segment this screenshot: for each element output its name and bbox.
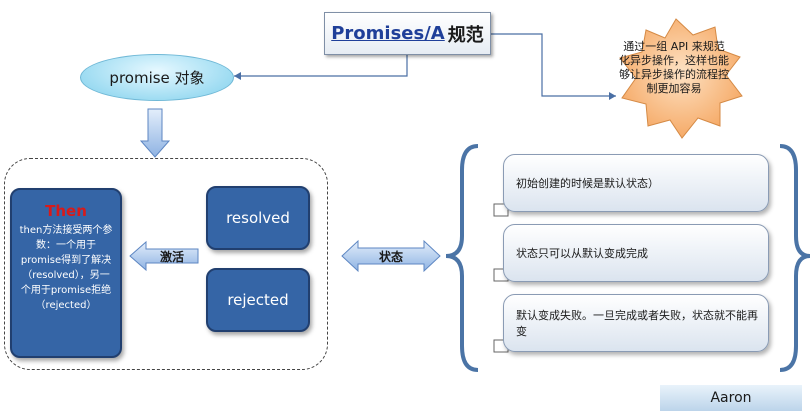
connector-title-to-note — [491, 33, 616, 97]
then-title: Then — [45, 202, 87, 220]
burst-note-text: 通过一组 API 来规范化异步操作，这样也能够让异步操作的流程控制更加容易 — [619, 40, 729, 95]
burst-callout-icon — [619, 18, 743, 139]
then-card: Then then方法接受两个参数：一个用于promise得到了解决（resol… — [10, 188, 122, 358]
author-badge: Aaron — [660, 385, 802, 411]
promise-lifecycle-frame — [4, 158, 328, 370]
title-box: Promises/A 规范 — [324, 12, 491, 55]
state-description-2: 状态只可以从默认变成完成 — [503, 224, 769, 282]
down-arrow-icon — [139, 108, 171, 158]
connector-arrowhead-right — [609, 92, 616, 100]
resolved-card: resolved — [206, 186, 310, 250]
state-description-3: 默认变成失败。一旦完成或者失败，状态就不能再变 — [503, 294, 769, 352]
connector-title-to-ellipse — [234, 55, 408, 77]
rejected-card: rejected — [206, 268, 310, 332]
double-arrow-icon — [341, 239, 441, 273]
curly-brace-icon — [445, 144, 479, 372]
curly-brace-icon — [779, 144, 811, 372]
left-arrow-icon — [129, 240, 199, 272]
promise-object-ellipse: promise 对象 — [80, 54, 234, 101]
connector-arrowhead-left — [234, 72, 241, 80]
state-description-1: 初始创建的时候是默认状态） — [503, 154, 769, 212]
spec-link[interactable]: Promises/A — [331, 23, 445, 44]
state-label: 状态 — [378, 249, 403, 264]
activate-label: 激活 — [159, 249, 184, 264]
title-suffix: 规范 — [447, 24, 484, 46]
then-description: then方法接受两个参数：一个用于promise得到了解决（resolved），… — [19, 225, 113, 311]
